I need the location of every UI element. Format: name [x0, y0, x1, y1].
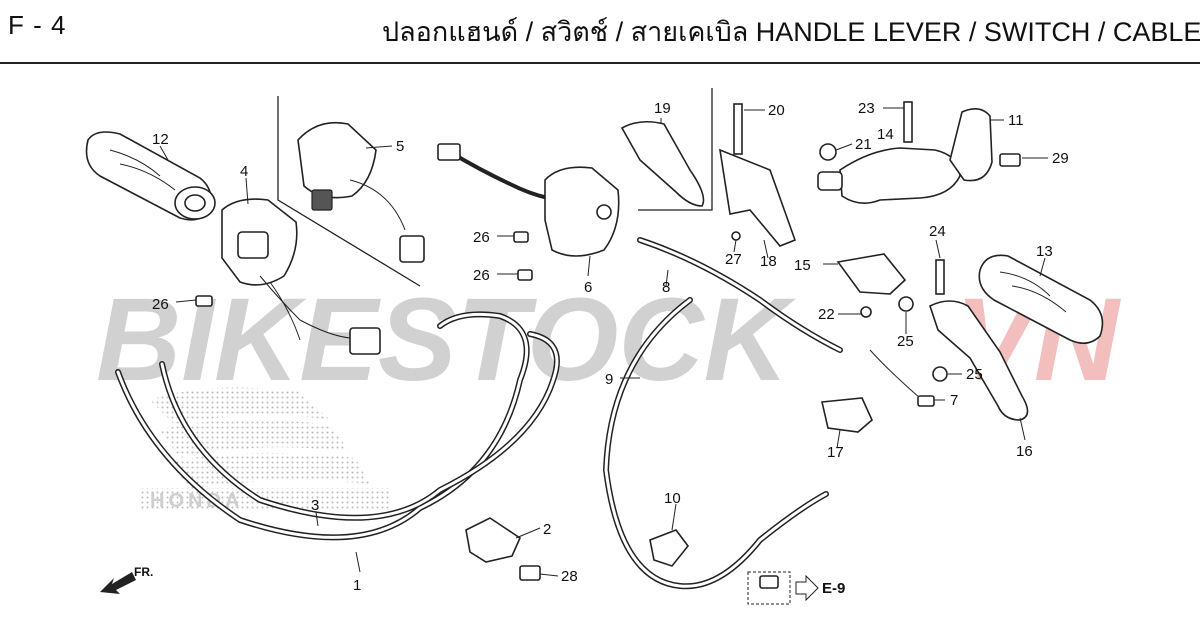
- small-bolts: [195, 101, 1021, 589]
- cable-clamp: [465, 517, 541, 581]
- callout-24: 24: [929, 223, 946, 240]
- lever-holder: [817, 108, 993, 204]
- callout-5: 5: [396, 138, 404, 155]
- callout-25b: 25: [966, 366, 983, 383]
- callout-10: 10: [664, 490, 681, 507]
- reference-label: E-9: [822, 580, 845, 597]
- callout-9: 9: [605, 371, 613, 388]
- cover-bracket: [620, 120, 705, 207]
- callout-29: 29: [1052, 150, 1069, 167]
- lever-bracket: [718, 148, 797, 247]
- callout-26a: 26: [152, 296, 169, 313]
- callout-7: 7: [950, 392, 958, 409]
- page-header: F - 4 ปลอกแฮนด์ / สวิตช์ / สายเคเบิล HAN…: [0, 0, 1200, 64]
- callout-6: 6: [584, 279, 592, 296]
- callout-26b: 26: [473, 229, 490, 246]
- callout-4: 4: [240, 163, 248, 180]
- right-grip: [978, 254, 1104, 344]
- callout-12: 12: [152, 131, 169, 148]
- switch-plate: [836, 253, 907, 295]
- reference-e9: E-9: [747, 571, 845, 605]
- callout-25a: 25: [897, 333, 914, 350]
- callout-numbers: 1 2 3 4 5 6 7 8 9 10 11 12 13 14 15 16 1…: [152, 100, 1069, 594]
- callout-3: 3: [311, 497, 319, 514]
- page-title: ปลอกแฮนด์ / สวิตช์ / สายเคเบิล HANDLE LE…: [382, 17, 1200, 47]
- left-switch-housing: [221, 198, 381, 355]
- callout-16: 16: [1016, 443, 1033, 460]
- callout-13: 13: [1036, 243, 1053, 260]
- throttle-cables: [115, 311, 560, 541]
- callout-21: 21: [855, 136, 872, 153]
- page-code: F - 4: [8, 10, 67, 40]
- callout-14: 14: [877, 126, 894, 143]
- callout-15: 15: [794, 257, 811, 274]
- callout-27: 27: [725, 251, 742, 268]
- callout-8: 8: [662, 279, 670, 296]
- stop-switch: [821, 349, 935, 433]
- cable-bracket: [649, 529, 690, 567]
- front-direction-arrow: FR.: [100, 565, 153, 594]
- callout-19: 19: [654, 100, 671, 117]
- callout-17: 17: [827, 444, 844, 461]
- callout-20: 20: [768, 102, 785, 119]
- switch-unit: [297, 121, 425, 263]
- callout-22: 22: [818, 306, 835, 323]
- callout-28: 28: [561, 568, 578, 585]
- clutch-cable: [602, 237, 843, 590]
- front-direction-label: FR.: [134, 565, 153, 579]
- callout-11: 11: [1008, 112, 1024, 129]
- honda-logo-text: HONDA: [150, 490, 243, 512]
- watermark-main: BIKESTOCK: [96, 274, 797, 406]
- right-switch-housing: [437, 143, 620, 257]
- parts-diagram: BIKESTOCK VN HONDA: [85, 88, 1122, 605]
- callout-26c: 26: [473, 267, 490, 284]
- callout-18: 18: [760, 253, 777, 270]
- group-frames: [277, 88, 713, 287]
- callout-leaders: [159, 107, 1048, 577]
- left-grip: [85, 131, 216, 221]
- callout-1: 1: [353, 577, 361, 594]
- brake-lever: [929, 300, 1029, 421]
- callout-23: 23: [858, 100, 875, 117]
- callout-2: 2: [543, 521, 551, 538]
